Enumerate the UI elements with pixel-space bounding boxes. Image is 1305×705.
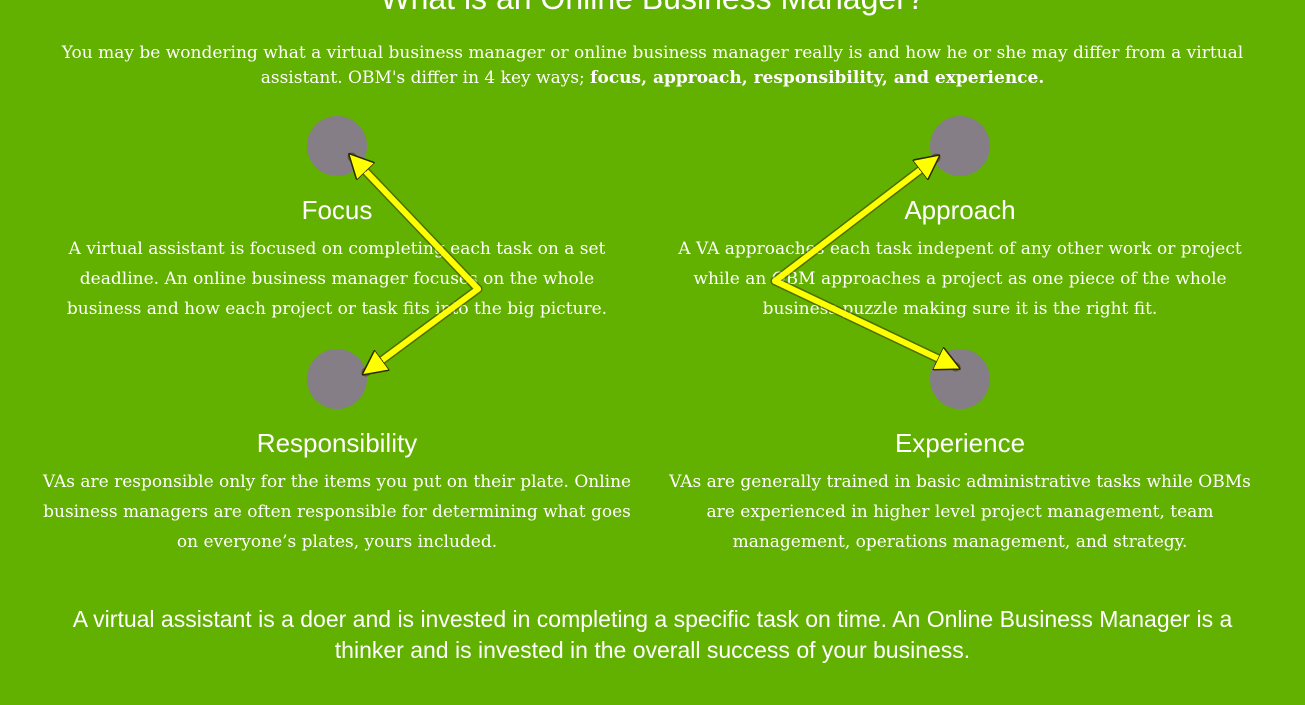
card-focus-title: Focus: [301, 195, 373, 225]
card-approach-title: Approach: [904, 195, 1016, 225]
page-title: What is an Online Business Manager?: [0, 0, 1305, 18]
summary-text: A virtual assistant is a doer and is inv…: [72, 606, 1233, 663]
card-experience-title: Experience: [894, 428, 1026, 458]
focus-icon: [307, 116, 367, 176]
intro-plain: You may be wondering what a virtual busi…: [61, 43, 1244, 88]
approach-icon: [930, 116, 990, 176]
card-responsibility-title: Responsibility: [256, 428, 418, 458]
intro-bold: focus, approach, responsibility, and exp…: [590, 68, 1045, 88]
intro-text: You may be wondering what a virtual busi…: [60, 41, 1245, 91]
card-focus-text: A virtual assistant is focused on comple…: [66, 239, 608, 319]
card-experience-text: VAs are generally trained in basic admin…: [669, 472, 1251, 552]
card-responsibility-text: VAs are responsible only for the items y…: [42, 472, 632, 552]
card-approach-text: A VA approaches each task indepent of an…: [678, 239, 1242, 319]
experience-icon: [930, 349, 990, 409]
responsibility-icon: [307, 349, 367, 409]
